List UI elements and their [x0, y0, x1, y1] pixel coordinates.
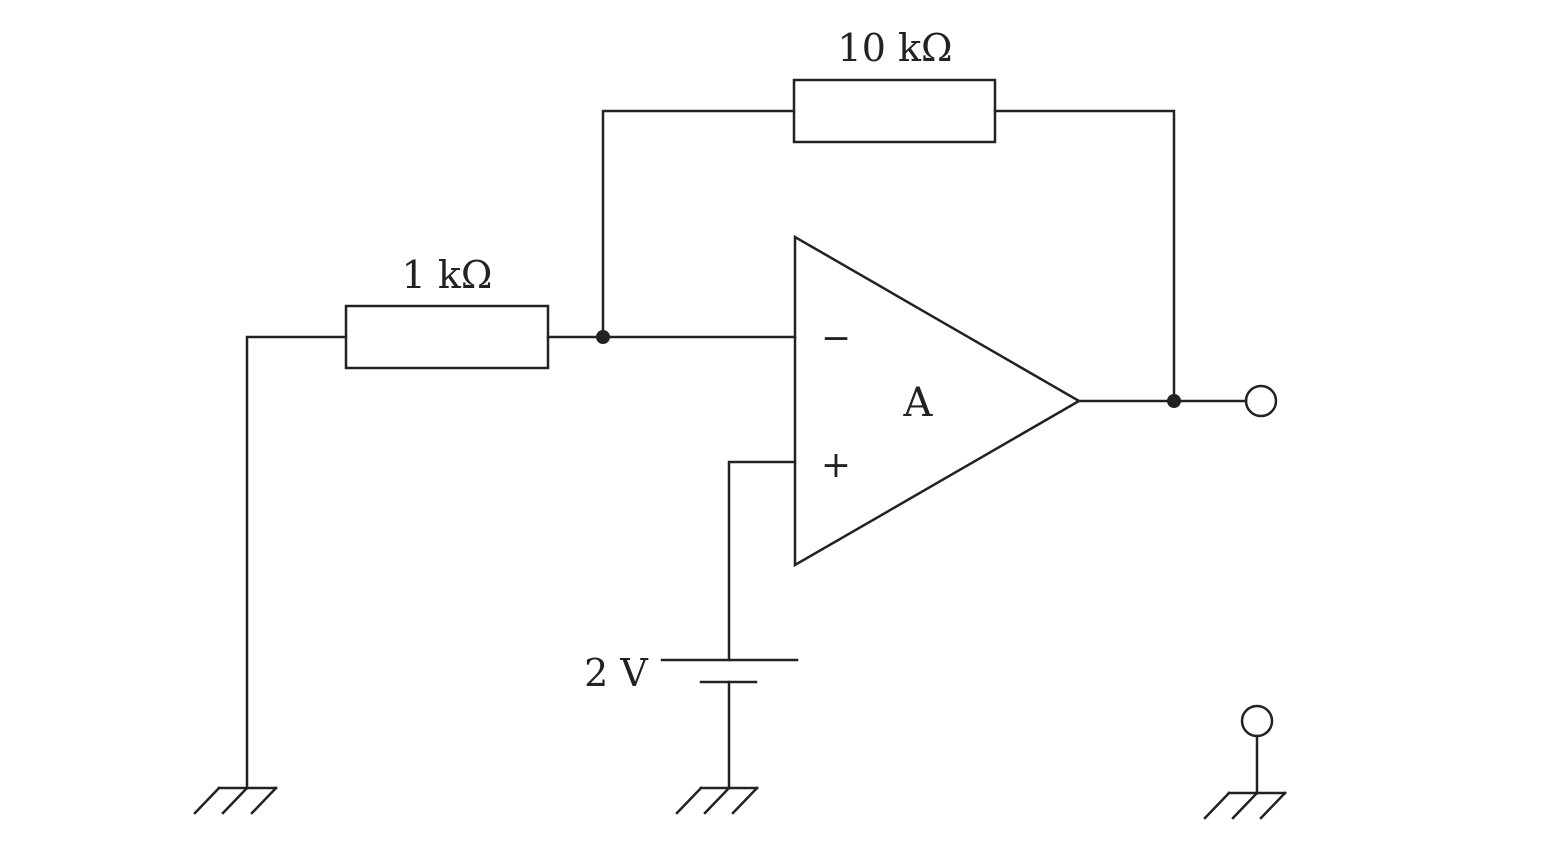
ground-symbol-battery: [675, 786, 759, 815]
resistor-input: [344, 304, 550, 370]
resistor-feedback-label: 10 kΩ: [838, 26, 953, 70]
junction-output-node: [1167, 394, 1181, 408]
wire-feedback-right: [993, 109, 1176, 403]
resistor-feedback: [792, 78, 997, 144]
wire-input-left: [245, 335, 348, 790]
ground-symbol-left: [193, 786, 278, 815]
ground-symbol-right: [1203, 791, 1287, 820]
resistor-input-label: 1 kΩ: [402, 253, 493, 297]
opamp-triangle: [793, 234, 1082, 568]
wire-noninverting-input: [727, 460, 797, 662]
output-terminal: [1244, 384, 1278, 418]
wire-feedback-left: [601, 109, 796, 339]
opamp-noninverting-symbol: +: [821, 445, 851, 486]
reference-terminal: [1240, 704, 1274, 738]
battery-label: 2 V: [584, 651, 648, 695]
opamp-label: A: [903, 380, 934, 426]
opamp-inverting-symbol: −: [821, 318, 851, 359]
